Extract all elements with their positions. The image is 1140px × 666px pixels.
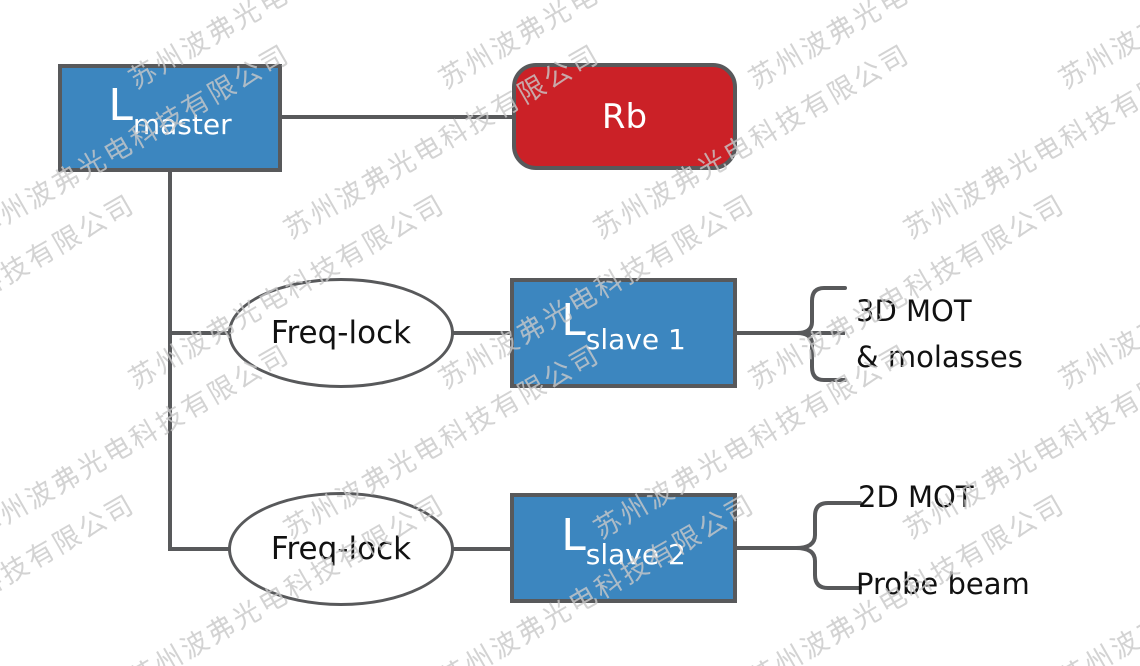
laser-symbol: L xyxy=(561,509,586,561)
rb-cell-label: Rb xyxy=(601,96,648,137)
slave-laser-1-node: Lslave 1 xyxy=(510,278,737,388)
freq-lock-1-label: Freq-lock xyxy=(270,315,412,351)
slave-laser-1-label: Lslave 1 xyxy=(561,298,686,368)
slave1-output-label: 3D MOT & molasses xyxy=(856,288,1023,380)
laser-symbol: L xyxy=(108,79,133,131)
slave2-output-top-label: 2D MOT xyxy=(858,480,974,514)
freq-lock-2-node: Freq-lock xyxy=(228,492,454,606)
master-laser-label: Lmaster xyxy=(108,83,232,153)
freq-lock-1-node: Freq-lock xyxy=(228,278,454,388)
slave2-output-bottom-label: Probe beam xyxy=(856,567,1030,601)
connector-trunk xyxy=(168,168,230,551)
slave-laser-2-node: Lslave 2 xyxy=(510,493,737,603)
rb-cell-node: Rb xyxy=(512,63,737,170)
laser-subscript: slave 2 xyxy=(585,537,686,571)
master-laser-node: Lmaster xyxy=(58,64,282,172)
laser-symbol: L xyxy=(561,294,586,346)
freq-lock-2-label: Freq-lock xyxy=(270,531,412,567)
slave1-output-line1: 3D MOT xyxy=(856,294,972,328)
brace-slave1-outputs xyxy=(796,286,847,382)
brace-slave2-outputs xyxy=(795,501,862,590)
laser-subscript: master xyxy=(132,107,232,141)
slave1-output-line2: & molasses xyxy=(856,340,1023,374)
slave-laser-2-label: Lslave 2 xyxy=(561,513,686,583)
laser-subscript: slave 1 xyxy=(585,322,686,356)
